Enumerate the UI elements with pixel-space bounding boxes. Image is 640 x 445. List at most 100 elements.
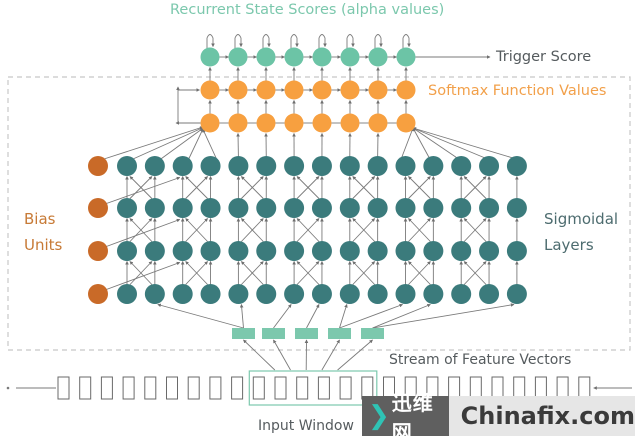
feature-to-sigmoid-arrow [241,305,243,329]
softmax-hidden-node [285,114,304,133]
recurrent-self-loop-arrow [235,35,241,49]
sigmoid-node [451,241,471,261]
sigmoid-node [451,284,471,304]
recurrent-self-loop-arrow [291,35,297,49]
sigmoid-node [368,284,388,304]
feature-vector [328,328,351,339]
window-to-feature-arrow [322,340,340,370]
recurrent-state-node [369,48,388,67]
sigmoid-node [396,241,416,261]
sigmoid-node [312,156,332,176]
sigmoid-node [451,156,471,176]
stream-frame [253,377,264,399]
fan-in-line [413,128,457,158]
watermark-right: Chinafix.com [449,396,635,436]
sigmoid-node [507,284,527,304]
sigmoid-node [479,156,499,176]
sigmoid-node [228,156,248,176]
bias-unit-node [88,284,108,304]
input-window-box [249,371,376,405]
sigmoid-node [173,241,193,261]
recurrent-self-loop-arrow [347,35,353,49]
stream-frame [275,377,286,399]
feature-to-sigmoid-arrow [373,305,431,329]
recurrent-self-loop-arrow [319,35,325,49]
softmax-hidden-node [313,114,332,133]
fan-in-line [203,129,217,159]
recurrent-state-node [229,48,248,67]
stream-left-dot [7,387,10,390]
sigmoid-node [117,284,137,304]
sigmoid-node [145,284,165,304]
softmax-node [341,81,360,100]
sigmoid-node [284,241,304,261]
sigmoid-node [451,198,471,218]
feature-to-sigmoid-arrow [340,305,347,329]
stream-frame [340,377,351,399]
sigmoid-node [173,284,193,304]
sigmoid-label-line1: Sigmoidal [544,206,618,232]
softmax-function-values-label: Softmax Function Values [428,84,606,99]
recurrent-state-node [201,48,220,67]
sigmoid-node [284,156,304,176]
watermark-en-text: Chinafix.com [461,402,635,430]
recurrent-self-loop-arrow [207,35,213,49]
sigmoid-node [340,241,360,261]
input-window-label: Input Window [258,419,354,433]
sigmoid-node [228,284,248,304]
feature-vector [295,328,318,339]
softmax-hidden-node [341,114,360,133]
sigmoid-node [396,156,416,176]
trigger-score-label: Trigger Score [496,50,591,65]
feature-to-sigmoid-arrow [307,305,319,329]
softmax-node [257,81,276,100]
stream-frame [80,377,91,399]
watermark-cn-text: 迅维网 [392,387,449,445]
sigmoid-node [173,198,193,218]
bias-connection [105,178,180,205]
chevron-right-icon: ❯ [368,403,390,429]
bias-connection [105,263,180,291]
softmax-node [313,81,332,100]
sigmoid-node [396,198,416,218]
sigmoid-node [312,284,332,304]
sigmoid-node [145,241,165,261]
bias-units-label: Bias Units [24,206,62,258]
sigmoid-node [228,241,248,261]
sigmoid-node [368,241,388,261]
recurrent-self-loop-arrow [375,35,381,49]
softmax-node [369,81,388,100]
feature-vector [232,328,255,339]
bias-unit-node [88,198,108,218]
sigmoid-node [340,156,360,176]
recurrent-state-node [285,48,304,67]
recurrent-state-scores-label: Recurrent State Scores (alpha values) [170,3,444,18]
sigmoid-node [117,198,137,218]
softmax-hidden-node [201,114,220,133]
sigmoid-node [256,241,276,261]
stream-of-feature-vectors-label: Stream of Feature Vectors [389,353,571,367]
softmax-hidden-node [229,114,248,133]
sigmoid-node [423,241,443,261]
sigmoid-label-line2: Layers [544,232,618,258]
sigmoid-node [479,198,499,218]
softmax-node [397,81,416,100]
fan-in-line [413,128,513,158]
sigmoid-node [201,156,221,176]
recurrent-state-node [341,48,360,67]
feature-vector [262,328,285,339]
window-to-feature-arrow [338,340,373,370]
bias-connection [105,220,180,248]
recurrent-state-node [397,48,416,67]
fan-in-line [402,128,414,158]
sigmoid-node [117,241,137,261]
softmax-node [229,81,248,100]
stream-frame [123,377,134,399]
sigmoidal-layers-label: Sigmoidal Layers [544,206,618,258]
stream-frame [318,377,329,399]
stream-frame [167,377,178,399]
sigmoid-node [117,156,137,176]
sigmoid-node [256,198,276,218]
bias-unit-node [88,241,108,261]
feature-to-sigmoid-arrow [158,305,244,329]
